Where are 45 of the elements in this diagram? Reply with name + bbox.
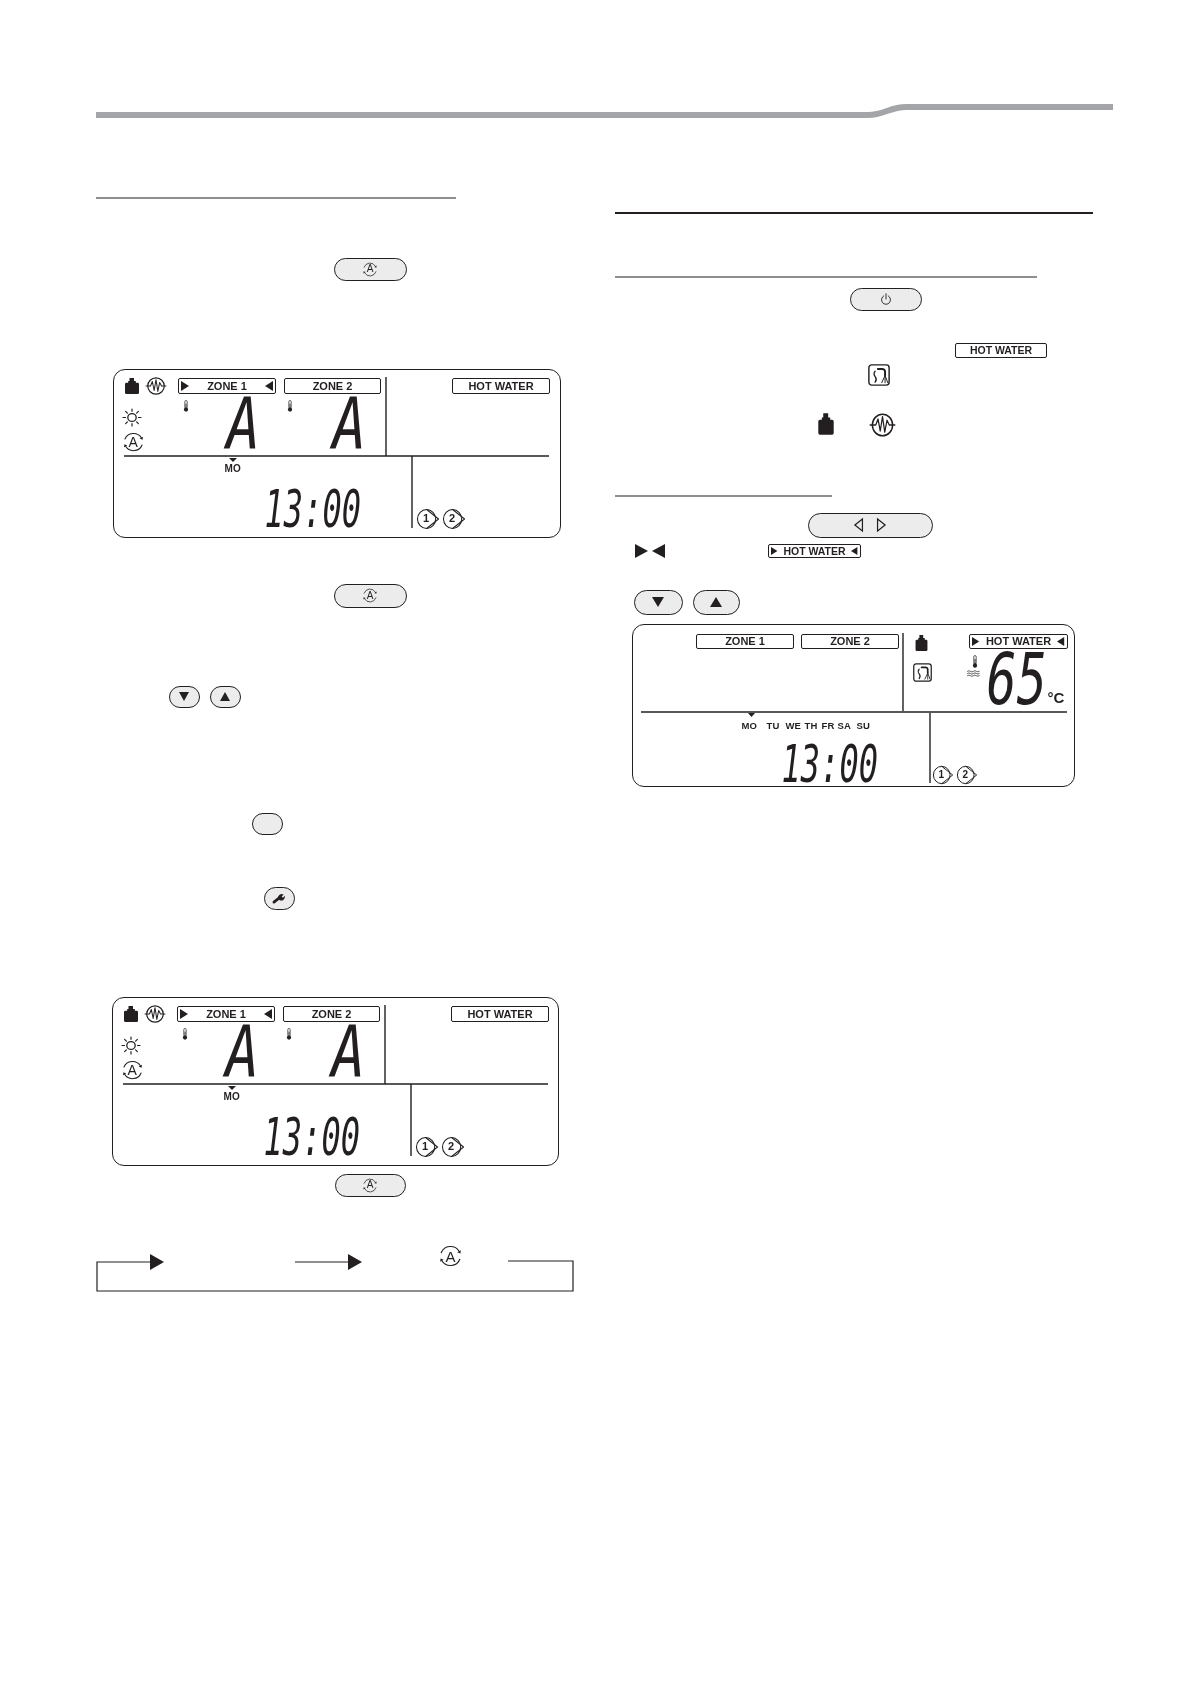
temperature-readout: A [332,397,367,453]
day-label: TU [766,720,780,731]
lcd-screen [113,369,561,538]
temperature-readout: A [226,397,261,453]
zone-label: ZONE 2 [312,380,353,392]
zone-label: ZONE 1 [725,636,765,647]
hot-water-indicator [452,378,550,394]
zone-label: ZONE 1 [207,380,247,392]
zone-indicator [284,378,381,394]
day-label: FR [821,720,835,731]
hot-water-indicator [955,343,1047,358]
temperature-readout: 65 [986,652,1047,708]
temperature-readout: A [331,1025,366,1081]
zone-indicator [283,1006,380,1022]
circle-chevron-icon: 2 [956,764,978,785]
clock-readout: 13:00 [264,489,361,530]
day-label: TH [804,720,818,731]
clock-readout: 13:00 [263,1117,360,1158]
lcd-screen [632,624,1075,787]
hot-water-indicator [451,1006,549,1022]
day-label: MO [223,1091,240,1102]
zone-label: ZONE 2 [311,1008,352,1020]
day-label: MO [741,720,757,731]
lcd-screen [112,997,559,1166]
day-label: SU [856,720,870,731]
hot-water-label: HOT WATER [467,1008,533,1020]
hot-water-label: HOT WATER [468,380,534,392]
zone-label: ZONE 2 [830,636,870,647]
hot-water-indicator [969,634,1068,649]
day-label: SA [837,720,851,731]
circle-chevron-icon: 1 [932,764,954,785]
zone-indicator [178,378,276,394]
zone-indicator [696,634,794,649]
zone-indicator [801,634,899,649]
clock-readout: 13:00 [781,744,878,785]
hot-water-label: HOT WATER [985,636,1052,647]
hot-water-indicator [768,544,861,558]
day-label: WE [785,720,801,731]
zone-indicator [177,1006,275,1022]
hot-water-label: HOT WATER [969,345,1033,356]
day-label: MO [224,463,241,474]
hot-water-label: HOT WATER [783,545,846,557]
temperature-readout: A [225,1025,260,1081]
zone-label: ZONE 1 [206,1008,246,1020]
unit-label: °C [1047,689,1065,705]
